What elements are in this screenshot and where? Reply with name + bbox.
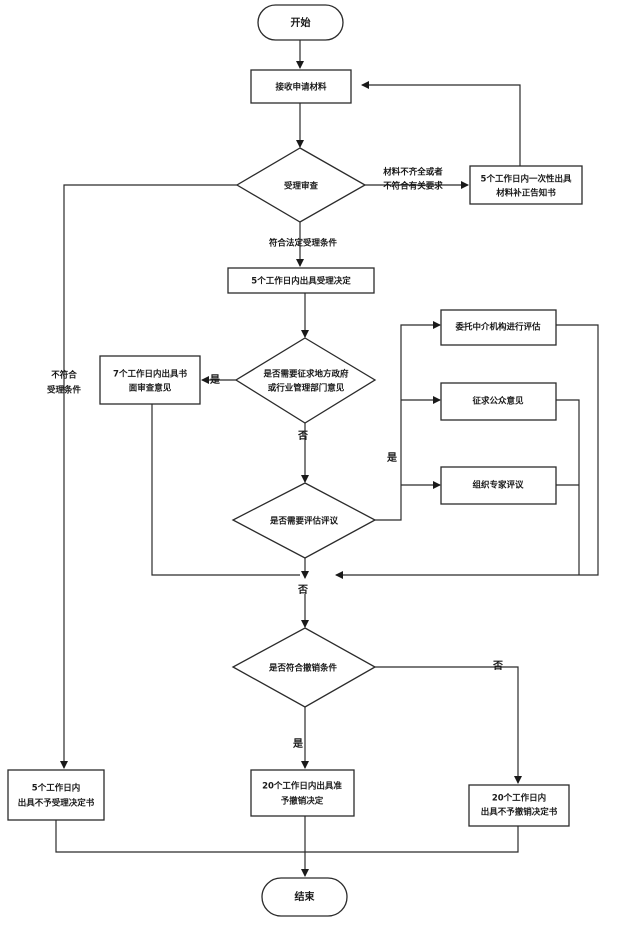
node-consult-text-1: 是否需要征求地方政府 [262, 369, 349, 380]
node-end: 结束 [261, 877, 348, 917]
node-reject: 5个工作日内 出具不予受理决定书 [7, 769, 105, 821]
label-not-meet-1: 不符合 [51, 370, 77, 381]
node-opinion: 7个工作日内出具书 面审查意见 [99, 355, 201, 405]
edge-reject-end [55, 820, 305, 853]
node-agency-eval-text: 委托中介机构进行评估 [454, 322, 541, 333]
label-no-eval: 否 [297, 584, 308, 596]
node-eval-question: 是否需要评估评议 [231, 482, 377, 559]
edge-agency-merge [335, 324, 599, 579]
node-deny: 20个工作日内 出具不予撤销决定书 [468, 784, 570, 827]
edge-labels: 材料不齐全或者 不符合有关要求 符合法定受理条件 不符合 受理条件 是 否 是 … [47, 167, 503, 751]
node-receive-text: 接收申请材料 [275, 82, 327, 93]
node-consult-text-2: 或行业管理部门意见 [268, 383, 345, 394]
node-approve-text-2: 予撤销决定 [281, 796, 324, 807]
node-cancel-text: 是否符合撤销条件 [268, 663, 338, 674]
node-opinion-text-1: 7个工作日内出具书 [113, 369, 187, 380]
node-public-opinion: 征求公众意见 [440, 382, 557, 421]
edge-opinion-merge [151, 404, 300, 576]
label-incomplete-2: 不符合有关要求 [383, 181, 443, 192]
edge-public-merge [556, 399, 580, 575]
node-start: 开始 [257, 4, 344, 41]
node-review: 受理审查 [235, 147, 367, 223]
label-yes-cancel: 是 [292, 738, 303, 750]
label-not-meet-2: 受理条件 [47, 385, 82, 396]
node-start-text: 开始 [291, 16, 311, 29]
edge-review-reject [60, 184, 237, 769]
node-notify: 5个工作日内一次性出具 材料补正告知书 [469, 165, 583, 205]
label-no-consult: 否 [297, 430, 308, 442]
label-yes-eval: 是 [386, 452, 397, 464]
node-cancel-question: 是否符合撤销条件 [231, 627, 377, 708]
node-expert-review: 组织专家评议 [440, 466, 557, 505]
node-approve: 20个工作日内出具准 予撤销决定 [250, 769, 355, 817]
node-receive: 接收申请材料 [250, 69, 352, 104]
node-notify-text-1: 5个工作日内一次性出具 [481, 174, 572, 185]
node-public-opinion-text: 征求公众意见 [472, 396, 524, 407]
label-no-cancel: 否 [492, 660, 503, 672]
node-agency-eval: 委托中介机构进行评估 [440, 309, 557, 346]
node-reject-text-1: 5个工作日内 [32, 783, 80, 794]
node-end-text: 结束 [295, 890, 316, 903]
label-incomplete-1: 材料不齐全或者 [382, 167, 443, 178]
edge-eval-agency [375, 321, 441, 521]
node-expert-review-text: 组织专家评议 [472, 480, 524, 491]
connectors [55, 40, 599, 877]
edge-cancel-deny [375, 666, 522, 784]
node-eval-text: 是否需要评估评议 [269, 516, 339, 527]
node-deny-text-2: 出具不予撤销决定书 [481, 807, 558, 818]
edge-notify-receive [361, 81, 521, 166]
node-accept-decision-text: 5个工作日内出具受理决定 [251, 276, 351, 287]
node-consult-question: 是否需要征求地方政府 或行业管理部门意见 [234, 337, 377, 424]
node-reject-text-2: 出具不予受理决定书 [18, 798, 95, 809]
node-accept-decision: 5个工作日内出具受理决定 [227, 267, 375, 294]
node-opinion-text-2: 面审查意见 [129, 383, 172, 394]
label-meets: 符合法定受理条件 [268, 238, 338, 249]
node-deny-text-1: 20个工作日内 [492, 793, 546, 804]
label-yes-consult: 是 [209, 374, 220, 386]
node-review-text: 受理审查 [284, 181, 319, 192]
node-approve-text-1: 20个工作日内出具准 [262, 781, 342, 792]
node-notify-text-2: 材料补正告知书 [495, 188, 556, 199]
edge-deny-end [305, 826, 519, 853]
